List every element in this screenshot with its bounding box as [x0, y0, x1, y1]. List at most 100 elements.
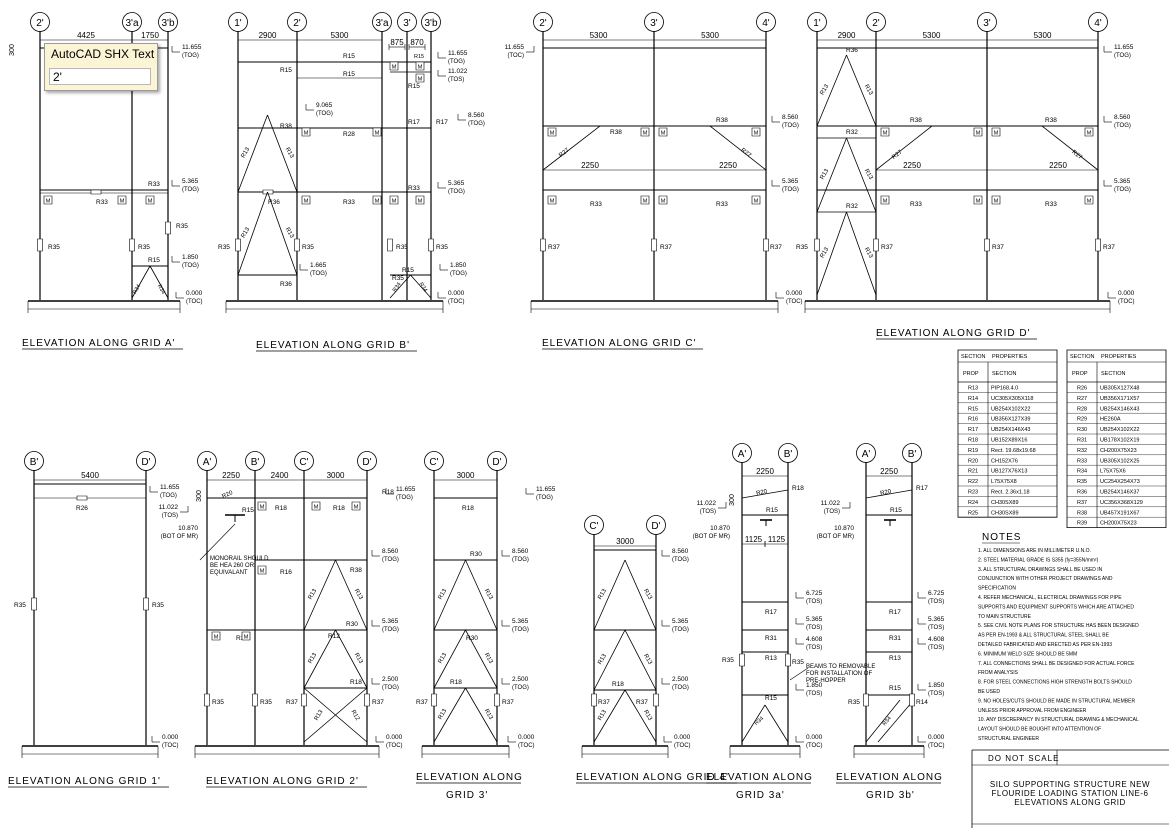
- table-cell-section: UB356X127X39: [991, 417, 1030, 423]
- table-cell-section: UB457X191X67: [1100, 510, 1139, 516]
- moment-connection-label: M: [976, 199, 981, 205]
- bracing-label: R13: [483, 652, 494, 665]
- table-cell-section: CH200X75X23: [1100, 521, 1137, 527]
- member-label: R38: [350, 567, 362, 574]
- moment-connection-box: [352, 502, 360, 510]
- member-label: R35: [796, 244, 808, 251]
- bracing-label: R13: [483, 588, 494, 601]
- moment-connection-box: [992, 128, 1000, 136]
- moment-connection-label: M: [120, 199, 125, 205]
- member-label: R35: [396, 244, 408, 251]
- moment-connection-label: M: [1087, 131, 1092, 137]
- level-value: 11.655: [448, 50, 468, 57]
- level-value: 11.655: [160, 484, 180, 491]
- grid-bubble-label: A': [862, 449, 871, 460]
- level-value: 11.655: [536, 486, 556, 493]
- table-cell-section: UC254X254X73: [1100, 479, 1140, 485]
- level-tag: (TOC): [786, 299, 803, 305]
- moment-connection-label: M: [754, 131, 759, 137]
- tooltip-value-field[interactable]: 2': [49, 68, 151, 85]
- bracing-label: R34: [132, 284, 142, 296]
- member-label: R15: [280, 67, 292, 74]
- shx-text-tooltip: AutoCAD SHX Text 2': [44, 43, 158, 91]
- table-cell-prop: R26: [1077, 386, 1087, 392]
- member-label: R26: [76, 505, 88, 512]
- member-label: R15: [766, 507, 778, 514]
- member-label: R18: [382, 489, 394, 496]
- member-label: R36: [846, 47, 858, 54]
- grid-bubble-label: C': [429, 457, 438, 468]
- member-label: R15: [402, 267, 414, 274]
- bracing-member: [434, 560, 466, 630]
- bracing-member: [1042, 126, 1098, 170]
- moment-connection-box: [373, 128, 381, 136]
- bracing-label: R13: [820, 83, 831, 96]
- bracing-member: [411, 275, 432, 298]
- note-line: 2. STEEL MATERIAL GRADE IS S355 (fy=355N…: [978, 557, 1099, 563]
- grid-bubble-label: 2': [872, 18, 880, 29]
- level-tag: (TOS): [700, 509, 716, 515]
- level-value: 0.000: [786, 290, 803, 297]
- table-cell-section: UC356X368X129: [1100, 500, 1143, 506]
- dimension-value: 5300: [590, 31, 608, 40]
- member-label: R37: [286, 699, 298, 706]
- level-tag: (TOG): [672, 685, 689, 691]
- dimension-value: 1125: [745, 535, 763, 544]
- note-line: 5. SEE CIVIL NOTE PLANS FOR STRUCTURE HA…: [978, 623, 1139, 629]
- elevation-title-3-line2: GRID 3': [446, 790, 488, 801]
- level-value: 8.560: [468, 112, 485, 119]
- level-value: 1.665: [310, 262, 327, 269]
- moment-connection-box: [1085, 196, 1093, 204]
- level-tag: (TOS): [806, 691, 822, 697]
- member-label: R37: [636, 699, 648, 706]
- elevation-title-3a-line1: ELEVATION ALONG: [706, 772, 813, 783]
- level-tag: (BOT OF MR): [161, 534, 198, 540]
- level-tag: (TOG): [396, 495, 413, 501]
- member-label: R33: [1045, 201, 1057, 208]
- moment-connection-label: M: [976, 131, 981, 137]
- level-tag: (TOG): [512, 627, 529, 633]
- elevation-title-a: ELEVATION ALONG GRID A': [22, 338, 175, 349]
- column-section-mark: [365, 694, 370, 706]
- tooltip-title: AutoCAD SHX Text: [51, 47, 155, 61]
- table-cell-prop: R21: [968, 469, 978, 475]
- level-tag: (TOC): [928, 743, 945, 749]
- bracing-label: R13: [642, 588, 653, 601]
- bracing-member: [336, 560, 368, 630]
- level-tag: (TOG): [782, 187, 799, 193]
- table-cell-prop: R14: [968, 396, 978, 402]
- bracing-label: R27: [739, 147, 752, 159]
- level-value: 0.000: [928, 734, 945, 741]
- level-value: 10.870: [834, 525, 854, 532]
- member-label: R35: [392, 275, 404, 282]
- moment-connection-label: M: [661, 131, 666, 137]
- level-tag: (TOS): [806, 645, 822, 651]
- member-label: R17: [408, 119, 420, 126]
- level-value: 2.500: [512, 676, 529, 683]
- level-tag: (TOS): [928, 691, 944, 697]
- member-label: R18: [275, 505, 287, 512]
- moment-connection-label: M: [314, 505, 319, 511]
- column-section-mark: [654, 694, 659, 706]
- dimension-value: 5300: [923, 31, 941, 40]
- note-line: FROM ANALYSIS: [978, 670, 1019, 676]
- member-label: R33: [343, 199, 355, 206]
- member-label: R15: [889, 685, 901, 692]
- column-section-mark: [236, 239, 241, 251]
- bracing-label: R13: [438, 588, 449, 601]
- table-cell-prop: R25: [968, 510, 978, 516]
- note-line: 4. REFER MECHANICAL, ELECTRICAL DRAWINGS…: [978, 595, 1122, 601]
- member-label: R17: [916, 485, 928, 492]
- notes-title: NOTES: [982, 532, 1021, 543]
- moment-connection-label: M: [46, 199, 51, 205]
- bracing-label: R12: [350, 709, 361, 722]
- table-header: SECTION: [992, 371, 1016, 377]
- table-cell-section: UB254X102X22: [1100, 427, 1139, 433]
- level-value: 5.365: [672, 618, 689, 625]
- member-label: R15: [414, 54, 424, 60]
- member-label: R38: [280, 123, 292, 130]
- member-label: R28: [343, 131, 355, 138]
- note-line: 1. ALL DIMENSIONS ARE IN MILLIMETER U.N.…: [978, 548, 1091, 554]
- member-label: R37: [502, 699, 514, 706]
